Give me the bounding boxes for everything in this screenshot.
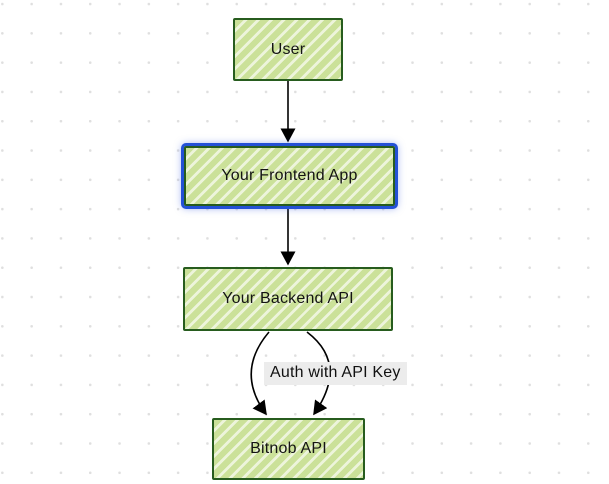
node-user-label: User [270, 40, 306, 58]
node-bitnob-api-label: Bitnob API [250, 440, 327, 457]
edge-label-auth-with-api-key[interactable]: Auth with API Key [264, 362, 407, 385]
node-bitnob-api[interactable]: Bitnob API [212, 418, 365, 480]
node-backend-api-label: Your Backend API [222, 290, 354, 307]
edge-backend-to-bitnob-left[interactable] [250, 331, 270, 416]
node-user[interactable]: User [233, 18, 343, 81]
node-frontend-app-label: Your Frontend App [221, 167, 358, 184]
node-frontend-app[interactable]: Your Frontend App [181, 143, 398, 209]
node-backend-api[interactable]: Your Backend API [183, 267, 393, 331]
